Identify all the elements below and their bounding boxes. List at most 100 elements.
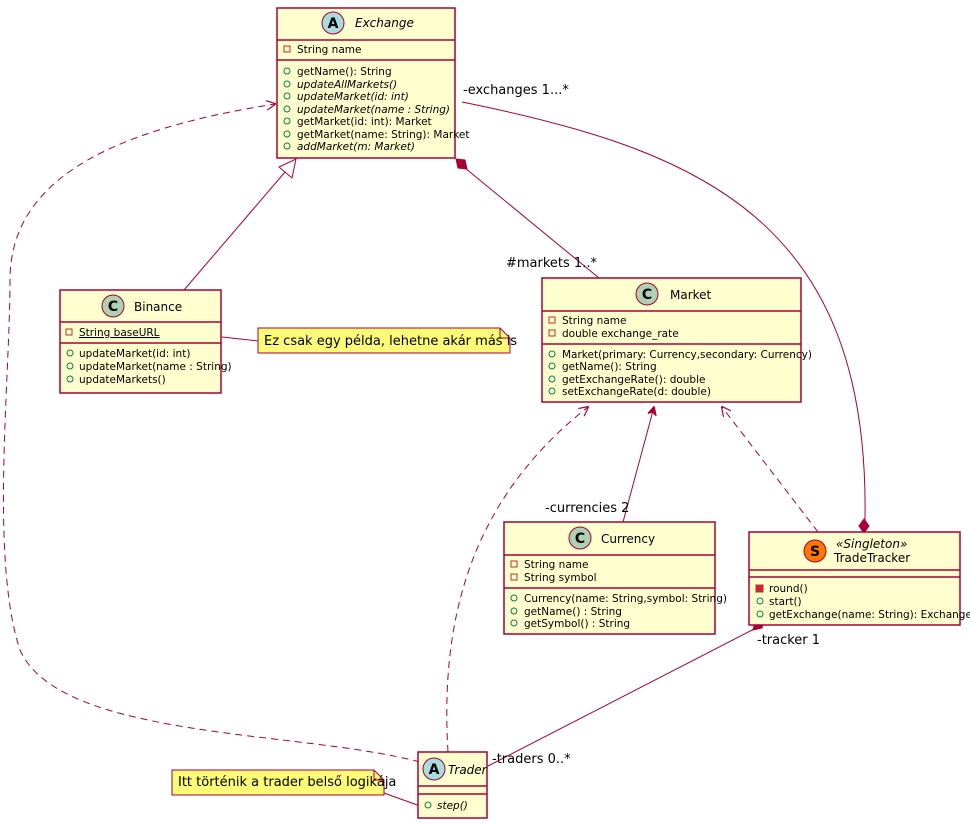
field: String symbol [524,572,597,584]
class-name: Exchange [355,16,414,30]
private-field-icon [548,316,556,324]
public-method-icon [756,597,764,605]
class-exchange[interactable]: A Exchange String name getName(): String… [276,7,470,159]
method-list: getName(): String updateAllMarkets() upd… [283,66,470,153]
field: String name [562,315,626,327]
spot-letter: C [642,287,652,303]
method: setExchangeRate(d: double) [562,386,711,398]
method: step() [437,800,468,812]
method: getMarket(name: String): Market [297,129,470,141]
method: updateAllMarkets() [297,79,397,91]
class-name: TradeTracker [833,551,910,565]
note-trader: Itt történik a trader belső logikája [171,769,396,796]
method: start() [769,596,802,608]
abstract-class-icon [422,757,446,781]
public-method-icon [283,117,291,125]
class-icon [635,282,659,306]
class-icon [101,294,125,318]
label-markets: #markets 1..* [506,256,597,271]
class-currency[interactable]: C Currency String name String symbol Cur… [503,521,727,635]
composition-diamond-tradetracker [858,518,870,534]
method: getExchange(name: String): Exchange [769,609,970,621]
note-binance: Ez csak egy példa, lehetne akár más is [257,327,517,354]
composition-diamond-exchange [455,158,468,170]
public-method-icon [548,387,556,395]
public-method-icon [548,350,556,358]
method: getName(): String [562,361,657,373]
inheritance-triangle [278,158,297,179]
class-trader[interactable]: A Trader step() [417,751,488,819]
edge-tradetracker-depends-market [722,407,819,533]
edge-exchanges-tradetracker [461,101,866,521]
method: addMarket(m: Market) [297,141,415,153]
public-method-icon [548,362,556,370]
public-method-icon [510,607,518,615]
note-connector-binance [221,336,259,342]
private-field-icon [510,573,518,581]
public-method-icon [283,92,291,100]
singleton-icon [803,539,827,563]
field: String name [297,44,361,56]
spot-letter: A [328,16,339,32]
class-binance[interactable]: C Binance String baseURL updateMarket(id… [59,289,232,394]
note-text: Itt történik a trader belső logikája [178,775,396,790]
method: updateMarket(name : String) [297,104,450,116]
public-method-icon [283,105,291,113]
class-name: Trader [448,763,488,777]
spot-letter: C [575,531,585,547]
method: Market(primary: Currency,secondary: Curr… [562,349,812,361]
note-connector-trader [383,792,421,807]
edge-trader-depends-market [446,407,588,753]
edge-trader-depends-exchange [2,104,421,763]
field: String name [524,559,588,571]
edge-exchange-markets [464,167,600,279]
class-icon [568,526,592,550]
public-method-icon [756,610,764,618]
class-name: Market [670,288,712,302]
edges [2,101,870,807]
method: getExchangeRate(): double [562,374,705,386]
public-method-icon [66,349,74,357]
method: getName(): String [297,66,392,78]
method: updateMarket(name : String) [79,361,232,373]
method: updateMarket(id: int) [297,91,409,103]
class-market[interactable]: C Market String name double exchange_rat… [541,277,812,403]
label-tracker: -tracker 1 [757,633,820,648]
label-currencies: -currencies 2 [545,501,629,516]
public-method-icon [510,594,518,602]
edge-currency-market [622,407,654,523]
method: updateMarket(id: int) [79,348,190,360]
class-tradetracker[interactable]: S «Singleton» TradeTracker round() start… [748,531,970,626]
public-method-icon [283,67,291,75]
public-method-icon [283,80,291,88]
field-static: String baseURL [79,327,160,339]
private-field-icon [548,329,556,337]
spot-letter: S [810,544,820,560]
spot-letter: A [429,762,440,778]
edge-binance-extends-exchange [183,171,286,291]
class-name: Binance [134,300,182,314]
private-field-icon [65,328,73,336]
spot-letter: C [108,299,118,315]
method: round() [769,583,808,595]
method: getName() : String [524,606,622,618]
label-exchanges: -exchanges 1...* [463,83,569,98]
public-method-icon [283,142,291,150]
method: updateMarkets() [79,374,166,386]
method: getMarket(id: int): Market [297,116,432,128]
public-method-icon [66,362,74,370]
class-name: Currency [601,532,655,546]
public-method-icon [424,801,432,809]
stereotype: «Singleton» [836,537,907,551]
private-method-icon [755,584,764,593]
public-method-icon [510,619,518,627]
public-method-icon [283,130,291,138]
method: Currency(name: String,symbol: String) [524,593,727,605]
edge-tradetracker-traders [487,626,759,767]
private-field-icon [283,45,291,53]
field: double exchange_rate [562,328,679,340]
public-method-icon [548,375,556,383]
public-method-icon [66,375,74,383]
method: getSymbol() : String [524,618,630,630]
